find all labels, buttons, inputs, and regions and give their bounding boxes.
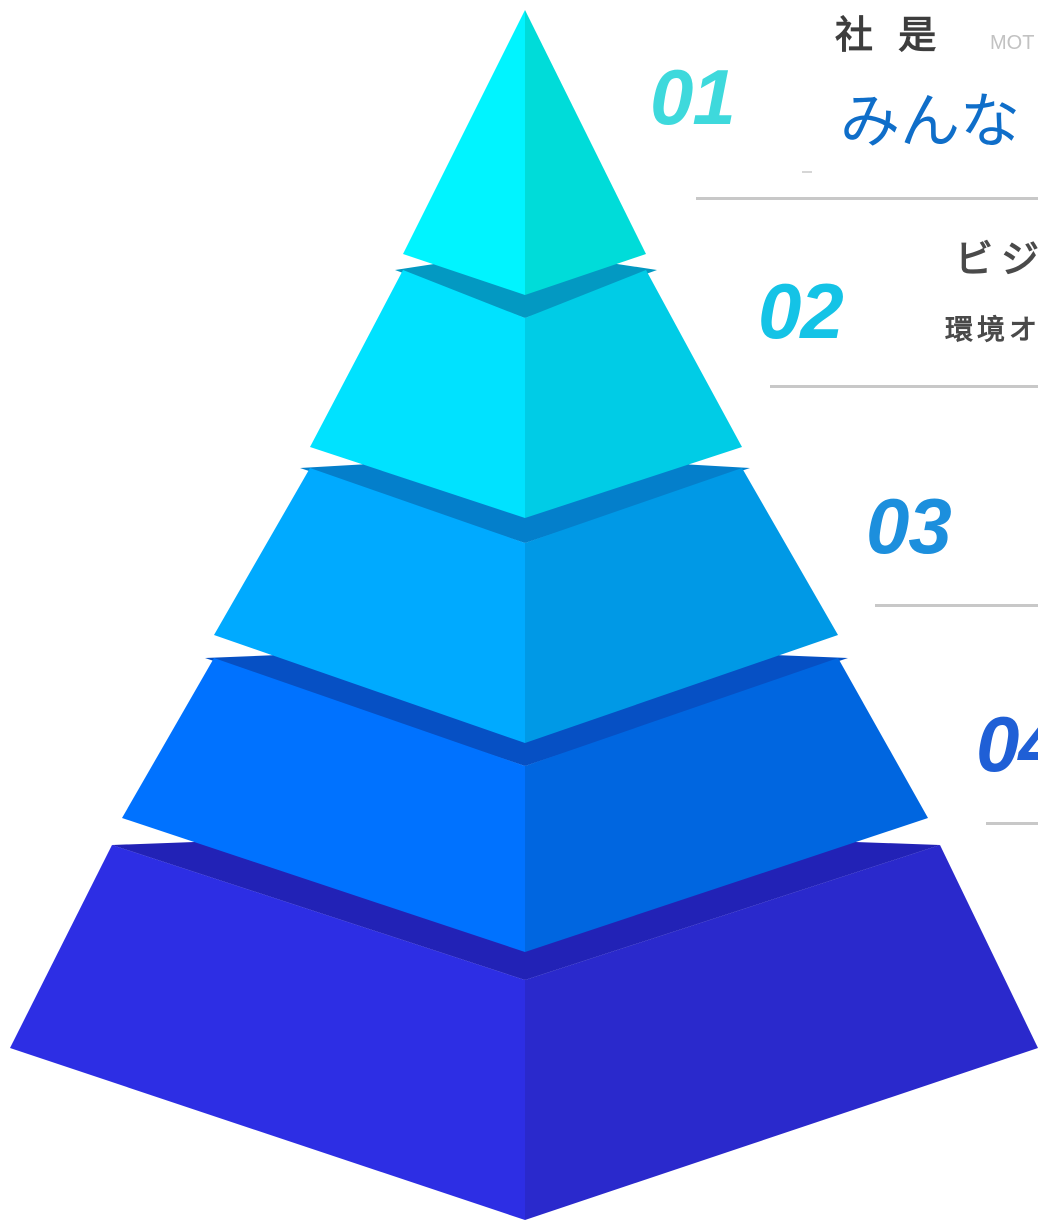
level-01-tick: [802, 171, 812, 173]
level-01-label-english: MOT: [990, 33, 1034, 53]
level-02-label: ビジ: [955, 240, 1038, 278]
level-03-divider: [875, 604, 1038, 607]
level-01-number: 01: [650, 58, 735, 136]
tier-1: [403, 10, 646, 295]
tier-1-right-face: [525, 10, 646, 295]
level-01-label: 社 是: [835, 16, 942, 54]
level-04-number: 04: [976, 705, 1038, 783]
level-04-divider: [986, 822, 1038, 825]
level-03-number: 03: [866, 487, 951, 565]
level-01-divider: [696, 197, 1038, 200]
level-02-text: 環境オ: [945, 316, 1038, 344]
level-01-text: みんな: [840, 92, 1020, 152]
level-02-number: 02: [758, 272, 843, 350]
level-02-divider: [770, 385, 1038, 388]
tier-1-left-face: [403, 10, 525, 295]
